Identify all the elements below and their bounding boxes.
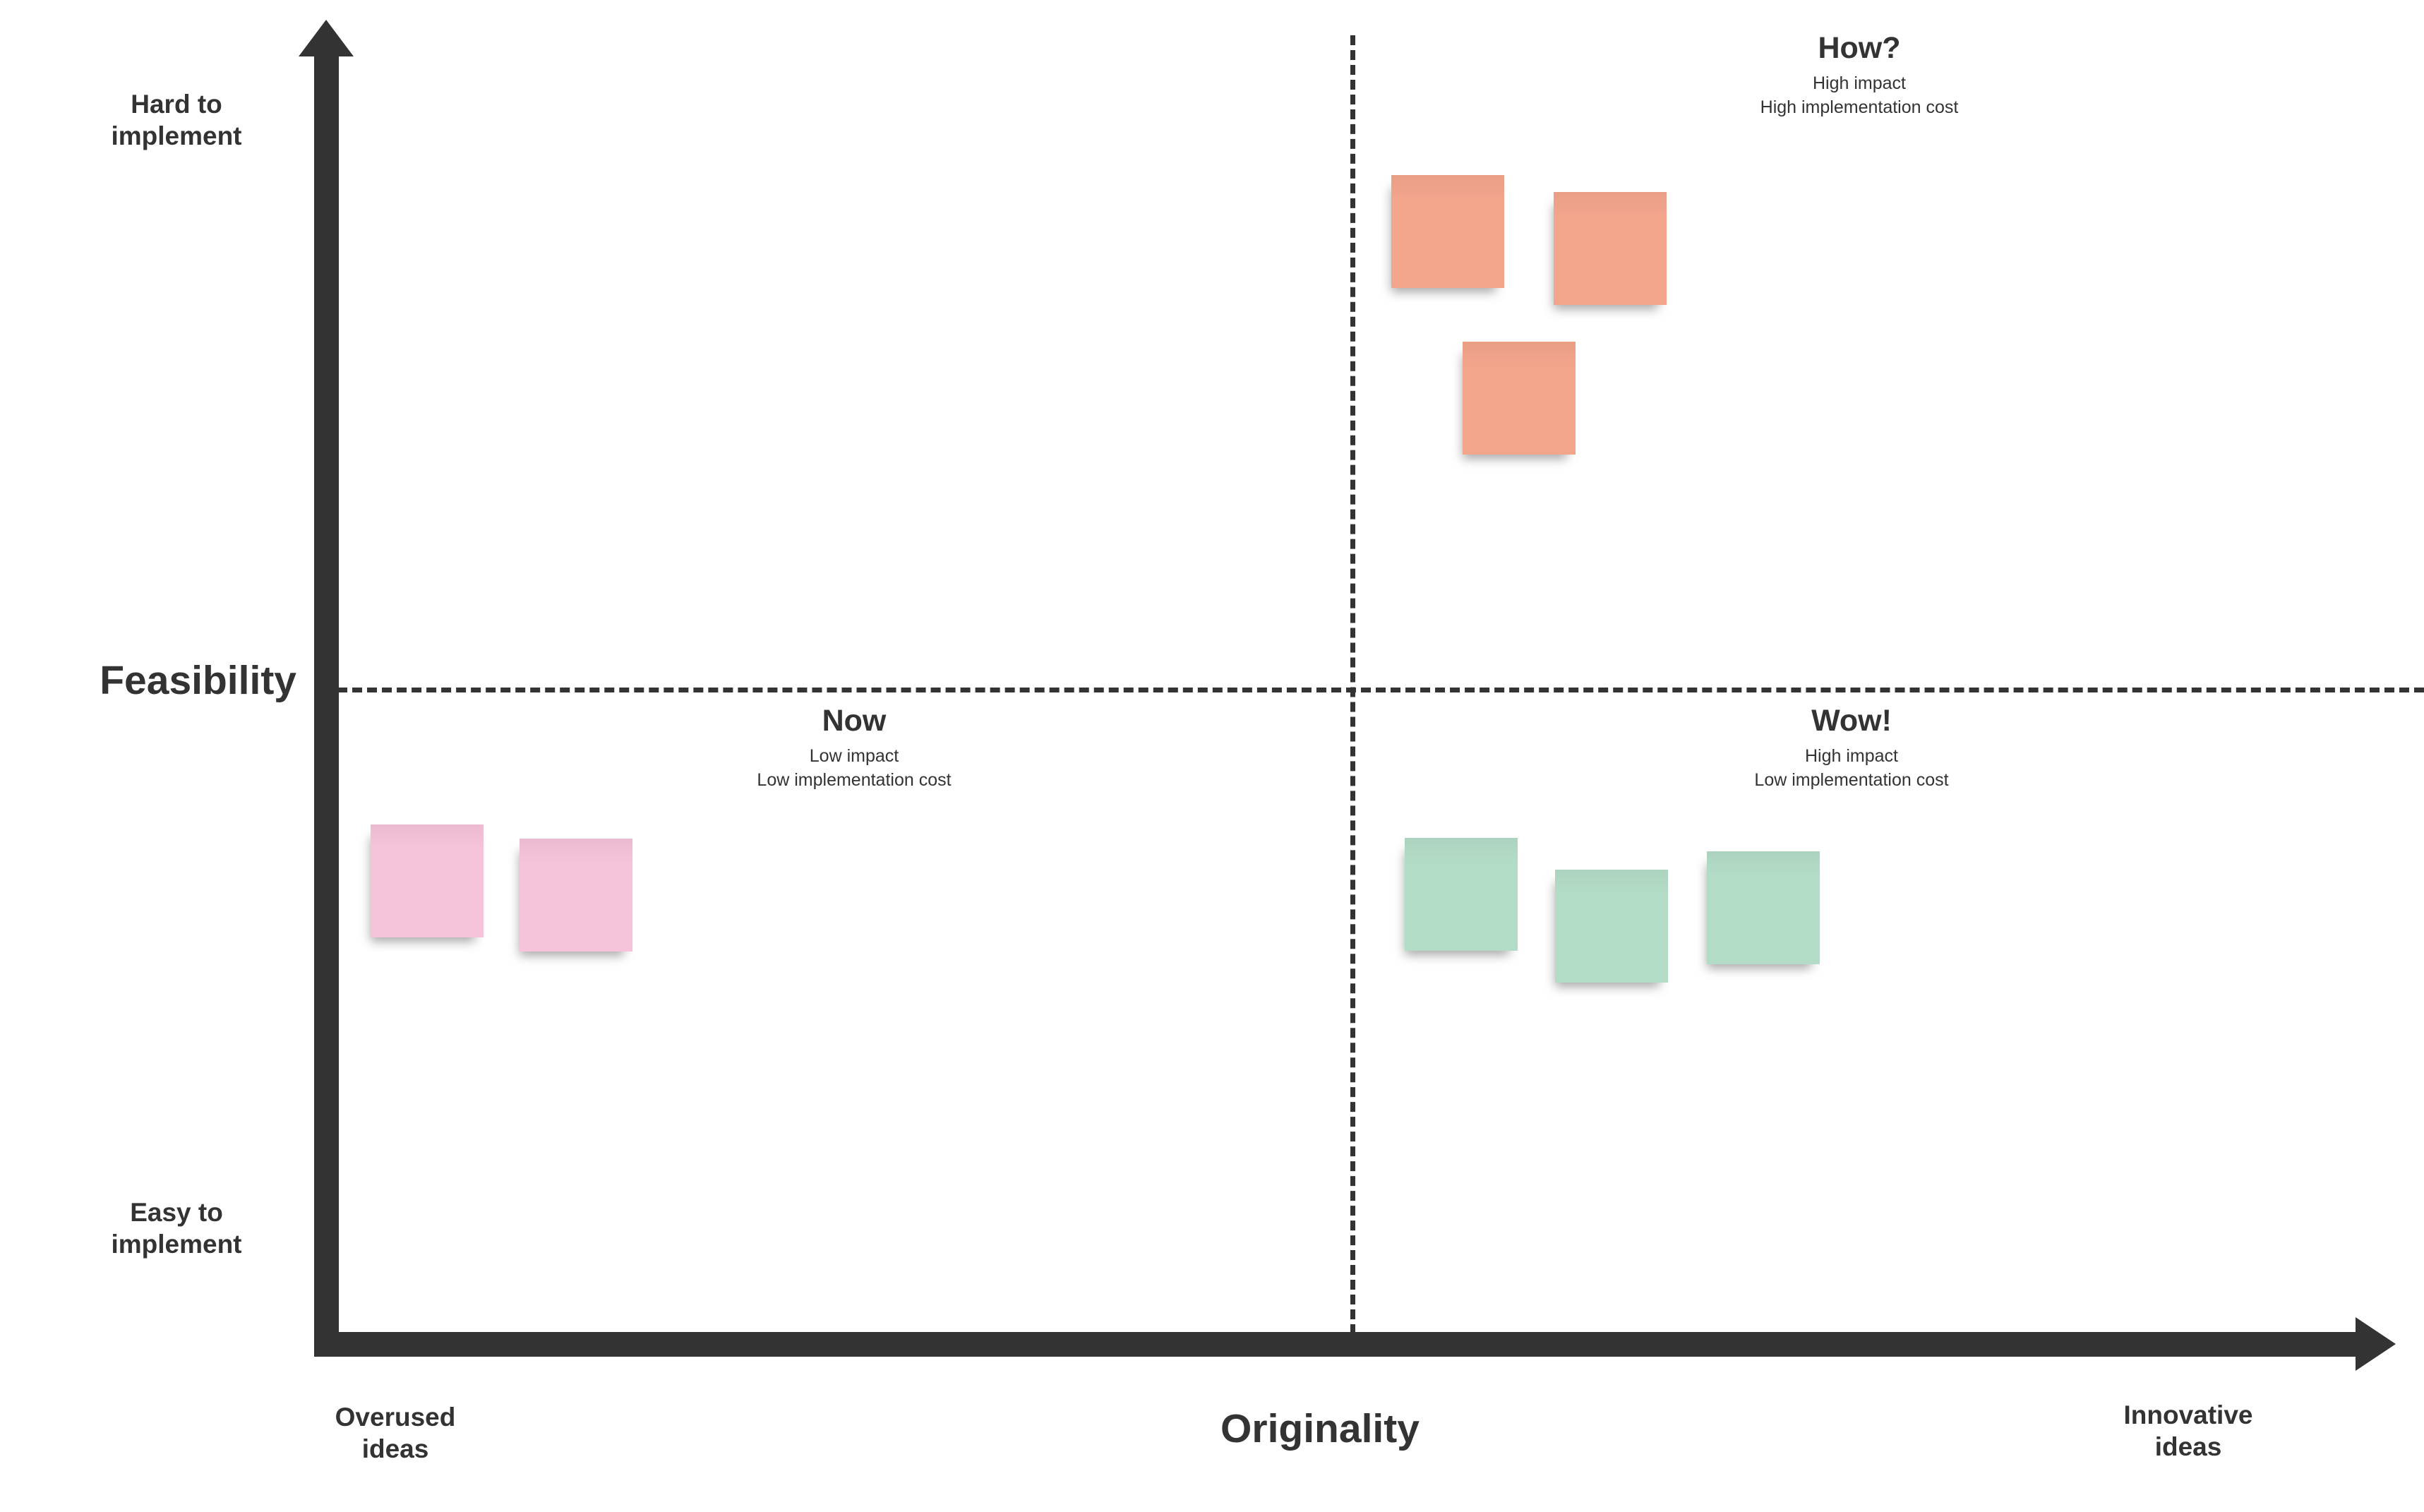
quadrant-now-title: Now (822, 704, 887, 738)
quadrant-wow-title: Wow! (1811, 704, 1892, 738)
y-axis-title: Feasibility (100, 658, 296, 703)
sticky-note[interactable] (1554, 192, 1667, 305)
quadrant-divider-horizontal (337, 688, 2424, 692)
quadrant-how-title: How? (1818, 31, 1901, 65)
quadrant-how: How? High impact High implementation cos… (1662, 31, 2057, 120)
x-axis-title: Originality (1220, 1406, 1420, 1451)
quadrant-wow: Wow! High impact Low implementation cost (1654, 704, 2049, 793)
y-axis-line (314, 47, 339, 1357)
sticky-note[interactable] (1555, 870, 1668, 983)
quadrant-wow-subtitle: High impact Low implementation cost (1754, 746, 1949, 791)
sticky-note[interactable] (520, 839, 632, 952)
sticky-note[interactable] (1391, 175, 1504, 288)
y-axis-high-label: Hard to implement (111, 90, 242, 151)
quadrant-now-subtitle: Low impact Low implementation cost (757, 746, 952, 791)
sticky-note[interactable] (1405, 838, 1518, 951)
x-axis-line (314, 1332, 2365, 1357)
sticky-note[interactable] (1463, 342, 1576, 455)
sticky-note[interactable] (371, 824, 484, 937)
x-axis-low-label: Overused ideas (335, 1403, 456, 1464)
quadrant-how-subtitle: High impact High implementation cost (1760, 73, 1959, 118)
quadrant-now: Now Low impact Low implementation cost (656, 704, 1052, 793)
quadrant-divider-vertical (1350, 35, 1355, 1334)
x-axis-arrow-icon (2356, 1317, 2396, 1371)
x-axis-high-label: Innovative ideas (2123, 1400, 2253, 1462)
y-axis-arrow-icon (299, 20, 354, 56)
y-axis-low-label: Easy to implement (111, 1198, 242, 1259)
sticky-note[interactable] (1707, 851, 1820, 964)
